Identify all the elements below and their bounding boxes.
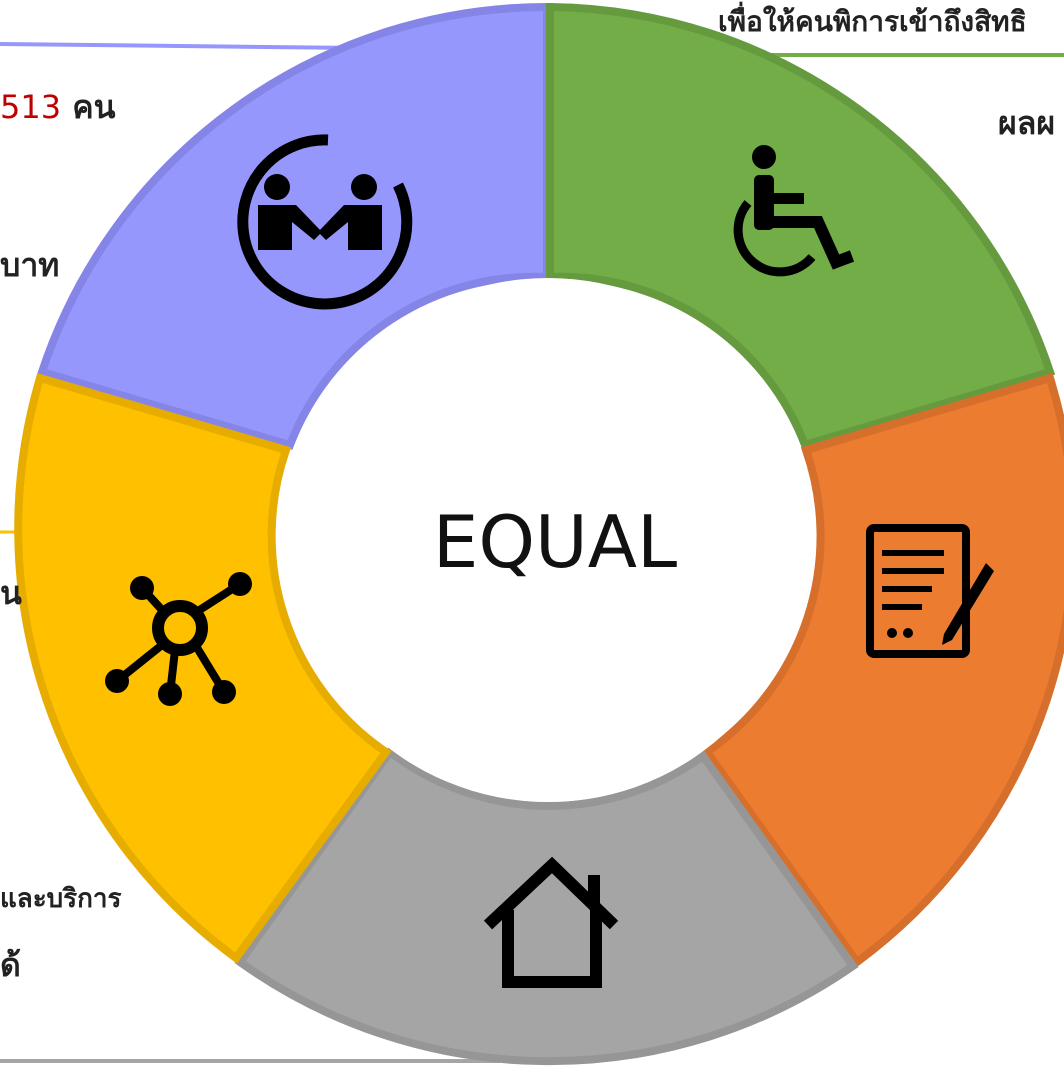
left-count-number: 513 <box>0 88 62 126</box>
network-hub-icon <box>105 572 252 706</box>
left-bottom-line-1: และบริการ <box>0 884 122 914</box>
handshake-icon <box>237 134 413 310</box>
segment-partnership <box>36 2 551 450</box>
segment-network <box>14 373 392 964</box>
connector-line-purple <box>0 42 361 50</box>
center-circle <box>286 278 810 802</box>
right-result-text: ผลผ <box>998 104 1056 142</box>
left-count-line: 513 คน <box>0 82 116 133</box>
left-bottom-line-2: ด้ <box>0 946 21 984</box>
left-count-unit: คน <box>61 88 116 126</box>
left-mid-text: น <box>0 574 22 612</box>
left-baht-text: บาท <box>0 246 60 284</box>
segment-document <box>701 373 1064 968</box>
wheelchair-icon <box>733 145 855 277</box>
top-right-caption: เพื่อให้คนพิการเข้าถึงสิทธิ <box>718 5 1027 38</box>
center-label: EQUAL <box>432 500 678 584</box>
house-icon <box>483 856 619 988</box>
document-edit-icon <box>866 524 994 658</box>
segment-housing <box>234 746 859 1066</box>
